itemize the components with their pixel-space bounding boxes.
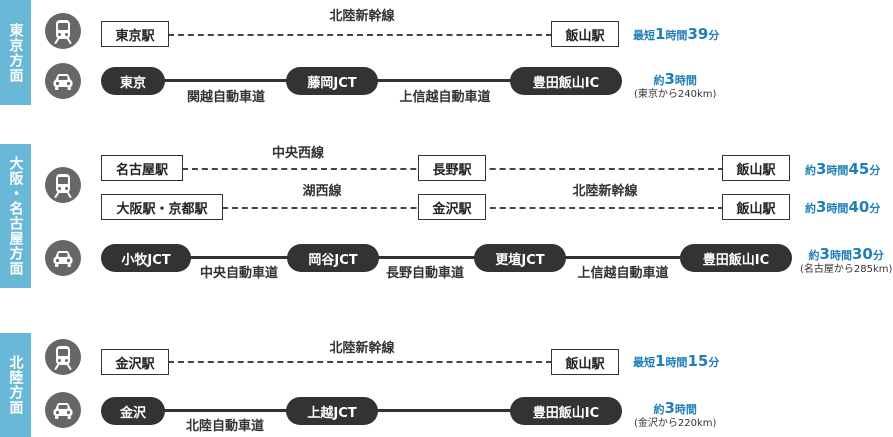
rail-line-label: 北陸新幹線 [572, 184, 638, 199]
station-box: 飯山駅 [551, 21, 619, 47]
rail-line-label: 湖西線 [302, 184, 342, 199]
station-box: 長野駅 [418, 155, 486, 181]
travel-time: 最短1時間39分 [633, 25, 720, 43]
car-icon [45, 392, 81, 428]
rail-line-label: 北陸新幹線 [329, 341, 395, 356]
road-label: 関越自動車道 [186, 90, 266, 105]
station-box: 飯山駅 [722, 194, 790, 220]
distance-note: (金沢から220km) [634, 418, 717, 429]
region-hokuriku: 北陸方面 [0, 333, 31, 437]
train-icon [45, 339, 81, 375]
road-label: 北陸自動車道 [185, 419, 265, 434]
travel-time: 約3時間30分 (名古屋から285km) [800, 245, 893, 275]
road-label: 中央自動車道 [199, 266, 279, 281]
travel-time: 約3時間 (東京から240km) [634, 70, 717, 100]
station-box: 名古屋駅 [101, 155, 183, 181]
route-line-nagoya-car [185, 256, 685, 259]
car-icon [45, 240, 81, 276]
region-hokuriku-label: 北陸方面 [7, 355, 24, 415]
rail-line-label: 中央西線 [271, 146, 325, 161]
travel-time: 約3時間 (金沢から220km) [634, 399, 717, 429]
train-icon [45, 13, 81, 49]
region-tokyo: 東京方面 [0, 0, 31, 105]
travel-time: 約3時間40分 [805, 198, 881, 216]
rail-line-label: 北陸新幹線 [329, 9, 395, 24]
road-point-pill: 東京 [101, 67, 165, 95]
road-point-pill: 豊田飯山IC [510, 67, 622, 95]
road-point-pill: 岡谷JCT [287, 244, 379, 272]
road-label: 長野自動車道 [385, 266, 465, 281]
road-point-pill: 豊田飯山IC [680, 244, 792, 272]
station-box: 東京駅 [101, 21, 169, 47]
station-box: 大阪駅・京都駅 [101, 194, 223, 220]
road-label: 上信越自動車道 [399, 90, 491, 105]
region-osaka-nagoya-label: 大阪・名古屋方面 [7, 156, 24, 276]
route-line-tokyo-train [168, 34, 552, 36]
road-label: 上信越自動車道 [577, 266, 669, 281]
route-line-hokuriku-train [168, 361, 552, 363]
road-point-pill: 金沢 [101, 397, 165, 425]
road-point-pill: 藤岡JCT [286, 67, 378, 95]
station-box: 金沢駅 [101, 349, 169, 375]
road-point-pill: 更埴JCT [474, 244, 566, 272]
region-osaka-nagoya: 大阪・名古屋方面 [0, 144, 31, 288]
region-tokyo-label: 東京方面 [7, 22, 24, 83]
travel-time: 最短1時間15分 [633, 352, 720, 370]
station-box: 飯山駅 [551, 349, 619, 375]
road-point-pill: 上越JCT [286, 397, 378, 425]
road-point-pill: 小牧JCT [101, 244, 191, 272]
station-box: 飯山駅 [722, 155, 790, 181]
travel-time: 約3時間45分 [805, 160, 881, 178]
station-box: 金沢駅 [418, 194, 486, 220]
car-icon [45, 63, 81, 99]
distance-note: (東京から240km) [634, 89, 717, 100]
distance-note: (名古屋から285km) [800, 264, 893, 275]
road-point-pill: 豊田飯山IC [510, 397, 622, 425]
train-icon [45, 167, 81, 203]
